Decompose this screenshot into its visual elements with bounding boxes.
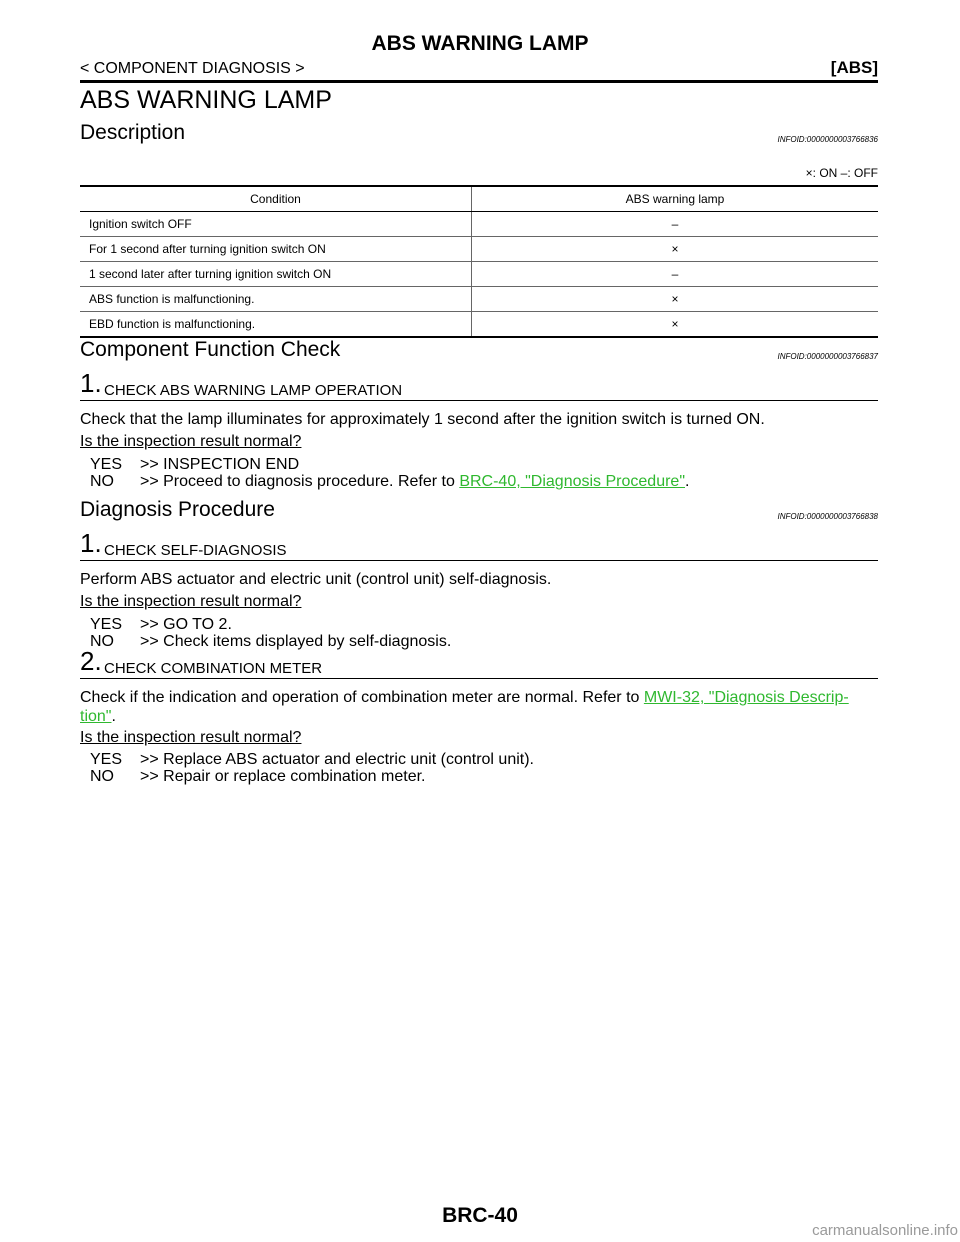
table-row: For 1 second after turning ignition swit… <box>80 236 878 262</box>
step-number: 1. <box>80 368 102 398</box>
table-header-row: Condition ABS warning lamp <box>80 185 878 212</box>
no-answer: NO >> Repair or replace combination meter… <box>90 768 534 785</box>
condition-cell: 1 second later after turning ignition sw… <box>80 261 472 287</box>
yes-answer: YES >> INSPECTION END <box>90 456 689 473</box>
watermark: carmanualsonline.info <box>812 1222 958 1239</box>
step-heading: 2. CHECK COMBINATION METER <box>80 646 878 679</box>
answer-block: YES >> Replace ABS actuator and electric … <box>90 751 534 785</box>
table-legend: ×: ON –: OFF <box>805 166 878 180</box>
step-heading: 1. CHECK ABS WARNING LAMP OPERATION <box>80 368 878 401</box>
diagnosis-infoid: INFOID:0000000003766838 <box>777 512 878 521</box>
yes-label: YES <box>90 616 123 633</box>
diagnosis-description-link-cont[interactable]: tion" <box>80 708 112 725</box>
breadcrumb: < COMPONENT DIAGNOSIS > <box>80 60 305 77</box>
table-row: EBD function is malfunctioning. × <box>80 311 878 338</box>
diagnosis-description-link[interactable]: MWI-32, "Diagnosis Descrip- <box>643 689 849 706</box>
no-answer: NO >> Proceed to diagnosis procedure. Ref… <box>90 473 689 490</box>
lamp-state-cell: × <box>471 311 878 338</box>
condition-cell: EBD function is malfunctioning. <box>80 311 472 338</box>
step-title: CHECK ABS WARNING LAMP OPERATION <box>104 382 403 399</box>
no-label: NO <box>90 633 114 650</box>
condition-cell: Ignition switch OFF <box>80 211 472 237</box>
yes-label: YES <box>90 751 123 768</box>
table-row: ABS function is malfunctioning. × <box>80 286 878 312</box>
lamp-state-cell: – <box>471 211 878 237</box>
condition-cell: ABS function is malfunctioning. <box>80 286 472 312</box>
no-text: >> Check items displayed by self-diagnos… <box>140 633 452 650</box>
condition-table: Condition ABS warning lamp Ignition swit… <box>80 185 878 338</box>
no-text: >> Proceed to diagnosis procedure. Refer… <box>140 473 455 490</box>
table-row: 1 second later after turning ignition sw… <box>80 261 878 287</box>
header-rule <box>80 80 878 83</box>
table-row: Ignition switch OFF – <box>80 211 878 237</box>
diagnosis-title: Diagnosis Procedure <box>80 498 275 521</box>
inspection-question: Is the inspection result normal? <box>80 593 302 610</box>
yes-text: >> Replace ABS actuator and electric uni… <box>140 751 534 768</box>
instruction-end: . <box>111 708 116 725</box>
no-text: >> Repair or replace combination meter. <box>140 768 426 785</box>
yes-answer: YES >> GO TO 2. <box>90 616 451 633</box>
component-check-infoid: INFOID:0000000003766837 <box>777 352 878 361</box>
description-infoid: INFOID:0000000003766836 <box>777 135 878 144</box>
no-text-end: . <box>685 473 690 490</box>
component-check-title: Component Function Check <box>80 338 341 361</box>
step-number: 2. <box>80 646 102 676</box>
lamp-state-cell: × <box>471 286 878 312</box>
yes-label: YES <box>90 456 123 473</box>
step-title: CHECK COMBINATION METER <box>104 660 323 677</box>
section-code: [ABS] <box>830 58 878 77</box>
page-title: ABS WARNING LAMP <box>371 32 589 55</box>
yes-text: >> INSPECTION END <box>140 456 300 473</box>
lamp-state-cell: – <box>471 261 878 287</box>
instruction-text: Check if the indication and operation of… <box>80 689 640 706</box>
yes-text: >> GO TO 2. <box>140 616 232 633</box>
condition-cell: For 1 second after turning ignition swit… <box>80 236 472 262</box>
no-label: NO <box>90 473 114 490</box>
step-instruction: Perform ABS actuator and electric unit (… <box>80 571 552 588</box>
lamp-state-cell: × <box>471 236 878 262</box>
yes-answer: YES >> Replace ABS actuator and electric … <box>90 751 534 768</box>
inspection-question: Is the inspection result normal? <box>80 433 302 450</box>
step-title: CHECK SELF-DIAGNOSIS <box>104 542 287 559</box>
step-instruction: Check if the indication and operation of… <box>80 688 880 726</box>
page-number: BRC-40 <box>442 1204 518 1227</box>
step-number: 1. <box>80 528 102 558</box>
inspection-question: Is the inspection result normal? <box>80 729 302 746</box>
no-answer: NO >> Check items displayed by self-diagn… <box>90 633 451 650</box>
main-title: ABS WARNING LAMP <box>80 86 332 114</box>
column-header-lamp: ABS warning lamp <box>471 185 878 212</box>
step-instruction: Check that the lamp illuminates for appr… <box>80 411 765 428</box>
answer-block: YES >> GO TO 2. NO >> Check items displaye… <box>90 616 451 650</box>
step-heading: 1. CHECK SELF-DIAGNOSIS <box>80 528 878 561</box>
diagnosis-procedure-link[interactable]: BRC-40, "Diagnosis Procedure" <box>459 473 685 490</box>
answer-block: YES >> INSPECTION END NO >> Proceed to dia… <box>90 456 689 490</box>
column-header-condition: Condition <box>80 185 472 212</box>
description-title: Description <box>80 121 186 144</box>
no-label: NO <box>90 768 114 785</box>
